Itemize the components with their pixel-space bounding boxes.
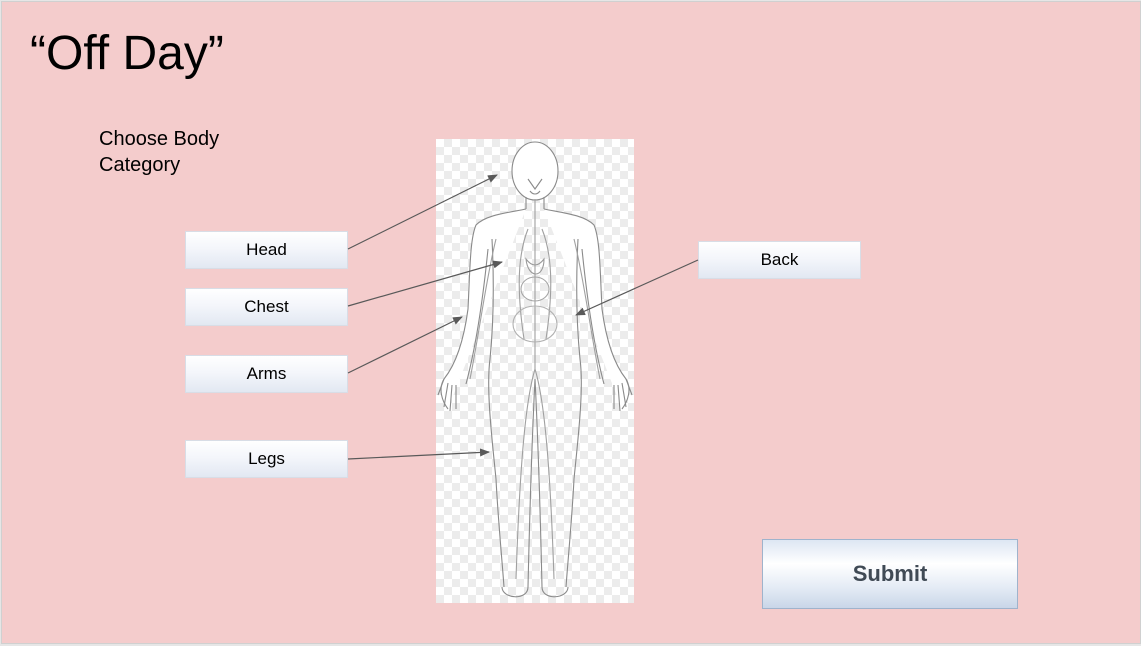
- submit-button-label: Submit: [852, 561, 928, 586]
- body-diagram: [436, 139, 634, 603]
- human-body-icon: [437, 141, 633, 598]
- back-button[interactable]: Back: [698, 241, 861, 279]
- submit-button[interactable]: Submit: [762, 539, 1018, 609]
- back-button-label: Back: [760, 250, 799, 269]
- page-title: “Off Day”: [30, 27, 224, 80]
- legs-button[interactable]: Legs: [185, 440, 348, 478]
- arms-button[interactable]: Arms: [185, 355, 348, 393]
- arms-button-label: Arms: [246, 364, 287, 383]
- head-button[interactable]: Head: [185, 231, 348, 269]
- legs-button-label: Legs: [248, 449, 285, 468]
- chest-button-label: Chest: [244, 297, 289, 316]
- chest-button[interactable]: Chest: [185, 288, 348, 326]
- body-category-prompt: Choose Body Category: [99, 128, 220, 176]
- head-button-label: Head: [246, 240, 287, 259]
